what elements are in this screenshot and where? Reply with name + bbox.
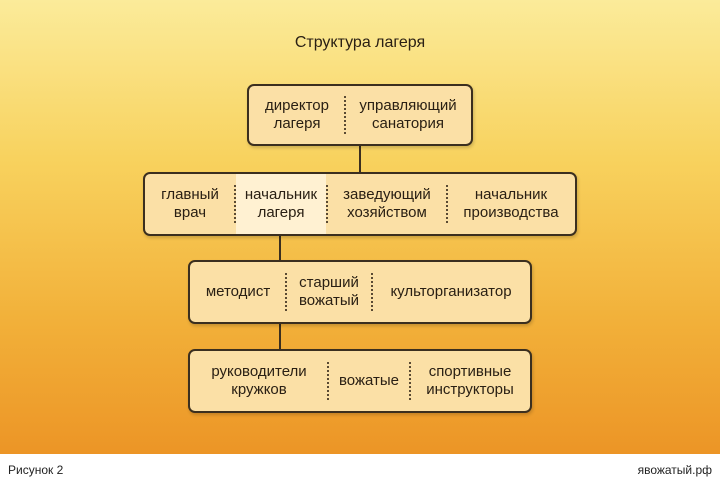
site-credit: явожатый.рф bbox=[637, 463, 712, 477]
role-camp-head: начальник лагеря bbox=[236, 174, 326, 234]
role-production-head: начальник производства bbox=[463, 186, 559, 221]
dotted-separator bbox=[285, 273, 287, 311]
role-counselors: вожатые bbox=[338, 372, 399, 389]
connector-2-3 bbox=[279, 236, 281, 260]
level-1-box: директор лагеря управляющий санатория bbox=[247, 84, 473, 146]
role-senior-counselor: старший вожатый bbox=[298, 274, 360, 309]
role-cultural-organizer: культорганизатор bbox=[390, 283, 512, 300]
diagram-title: Структура лагеря bbox=[294, 34, 426, 51]
role-methodist: методист bbox=[205, 283, 271, 300]
dotted-separator bbox=[327, 362, 329, 400]
connector-1-2 bbox=[359, 146, 361, 172]
role-sports-instructors: спортивные инструкторы bbox=[426, 363, 514, 398]
dotted-separator bbox=[344, 96, 346, 134]
role-housekeeping-head: заведующий хозяйством bbox=[343, 186, 431, 221]
dotted-separator bbox=[326, 185, 328, 223]
role-chief-doctor: главный врач bbox=[161, 186, 219, 221]
role-sanatorium-manager: управляющий санатория bbox=[359, 97, 457, 132]
dotted-separator bbox=[446, 185, 448, 223]
level-4-box: руководители кружков вожатые спортивные … bbox=[188, 349, 532, 413]
role-club-leaders: руководители кружков bbox=[211, 363, 307, 398]
dotted-separator bbox=[371, 273, 373, 311]
dotted-separator bbox=[409, 362, 411, 400]
connector-3-4 bbox=[279, 324, 281, 349]
level-3-box: методист старший вожатый культорганизато… bbox=[188, 260, 532, 324]
figure-caption: Рисунок 2 bbox=[8, 463, 64, 477]
diagram-panel: Структура лагеря директор лагеря управля… bbox=[0, 0, 720, 454]
level-2-box: главный врач начальник лагеря заведующий… bbox=[143, 172, 577, 236]
role-director-camp: директор лагеря bbox=[265, 97, 329, 132]
dotted-separator bbox=[234, 185, 236, 223]
